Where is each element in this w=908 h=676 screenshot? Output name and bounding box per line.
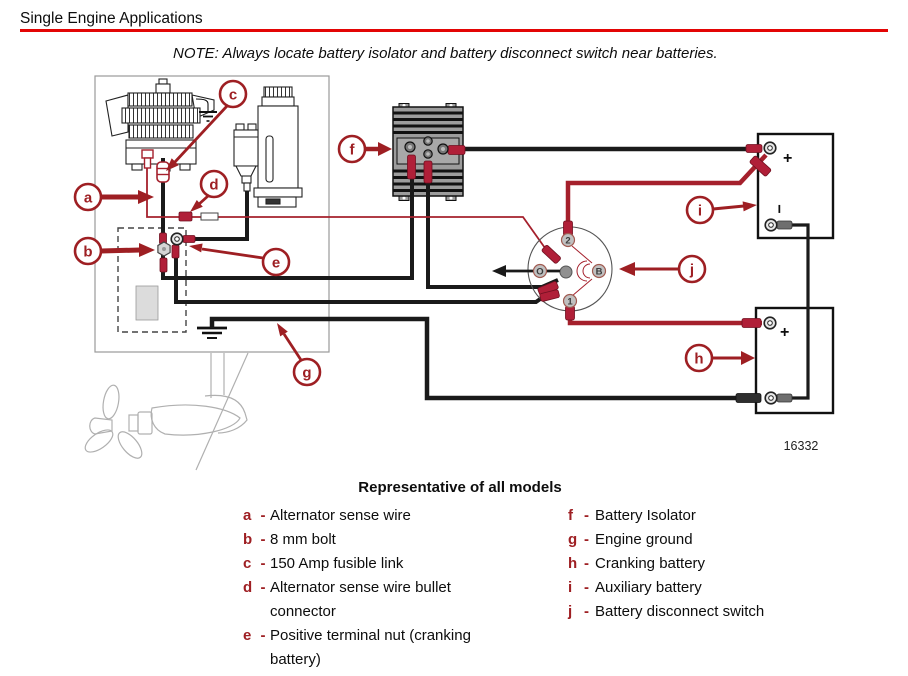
legend-item-f: f - Battery Isolator [568, 504, 868, 528]
cranking-battery-positive-mark: + [780, 324, 789, 341]
legend-label: 8 mm bolt [270, 531, 336, 548]
callout-d: d [190, 169, 229, 212]
alternator-art [105, 78, 215, 172]
svg-text:i: i [698, 203, 702, 220]
legend-dash: - [584, 531, 589, 548]
legend-dash: - [260, 555, 266, 572]
title-underline-rule [20, 29, 888, 32]
switch-position-2: 2 [565, 236, 570, 247]
legend-key: b [243, 531, 253, 548]
legend-label: Battery disconnect switch [595, 603, 765, 620]
engine-compartment-box [94, 75, 330, 353]
legend-item-d: d - Alternator sense wire bullet connect… [243, 576, 523, 624]
svg-text:h: h [694, 351, 703, 368]
legend-dash: - [260, 579, 266, 596]
legend-item-j: j - Battery disconnect switch [568, 600, 868, 624]
legend-label: Battery Isolator [595, 507, 696, 524]
switch-hub: 2 O B 1 [492, 232, 607, 309]
legend-key: i [568, 579, 573, 596]
legend-dash: - [260, 627, 266, 644]
legend-key: e [243, 627, 252, 644]
legend-item-h: h - Cranking battery [568, 552, 868, 576]
note-text: NOTE: Always locate battery isolator and… [173, 45, 718, 62]
switch-position-b: B [596, 267, 603, 278]
legend-item-e: e - Positive terminal nut (cranking batt… [243, 624, 523, 672]
legend-dash: - [584, 555, 589, 572]
legend-dash: - [260, 531, 266, 548]
outdrive-art [84, 352, 249, 471]
svg-text:a: a [84, 190, 93, 207]
callout-j: j [619, 254, 707, 284]
legend-label: Alternator sense wire [270, 507, 411, 524]
legend-label: Engine ground [595, 531, 693, 548]
alternator-sense-wire [146, 168, 546, 249]
positive-terminal-nut [170, 232, 184, 246]
aux-battery-positive-mark: + [783, 150, 792, 167]
figure-number: 16332 [784, 439, 819, 453]
svg-text:d: d [209, 177, 218, 194]
page-title: Single Engine Applications [20, 10, 203, 27]
legend-key: h [568, 555, 578, 572]
legend-key: g [568, 531, 578, 548]
legend-label: Auxiliary battery [595, 579, 702, 596]
engine-ground-symbol [197, 326, 227, 339]
legend-right-column: f - Battery Isolator g - Engine ground h… [568, 504, 868, 624]
connector-sleeves [159, 144, 793, 403]
aux-battery-negative-mark: − [770, 204, 787, 213]
legend-label: Cranking battery [595, 555, 706, 572]
fusible-link [156, 161, 170, 183]
legend-key: f [568, 507, 573, 524]
legend-item-g: g - Engine ground [568, 528, 868, 552]
callout-a: a [73, 182, 154, 212]
svg-text:f: f [350, 142, 356, 159]
legend-item-b: b - 8 mm bolt [243, 528, 523, 552]
svg-text:b: b [83, 244, 92, 261]
callout-e: e [189, 243, 291, 277]
legend-item-a: a - Alternator sense wire [243, 504, 523, 528]
legend-label: 150 Amp fusible link [270, 555, 404, 572]
legend-dash: - [584, 603, 589, 620]
callout-i: i [685, 195, 757, 225]
switch-position-off: O [536, 267, 543, 278]
callout-h: h [684, 343, 755, 373]
legend-item-c: c - 150 Amp fusible link [243, 552, 523, 576]
legend-label: Alternator sense wire bullet connector [270, 579, 451, 620]
callout-f: f [337, 134, 392, 164]
callout-g: g [277, 323, 322, 387]
starter-motor-art [233, 86, 303, 208]
svg-text:e: e [272, 255, 280, 272]
svg-text:g: g [302, 365, 311, 382]
legend-key: a [243, 507, 252, 524]
bullet-connector [178, 211, 219, 222]
callout-b: b [73, 236, 155, 266]
legend-key: c [243, 555, 252, 572]
svg-text:c: c [229, 87, 237, 104]
alternator-ground-icon [195, 98, 217, 122]
legend-label: Positive terminal nut (cranking battery) [270, 627, 471, 668]
legend-dash: - [584, 507, 589, 524]
terminals [157, 136, 778, 405]
auxiliary-battery-box [756, 132, 835, 240]
svg-text:j: j [689, 262, 694, 279]
legend-dash: - [584, 579, 589, 596]
legend-key: d [243, 579, 253, 596]
legend-left-column: a - Alternator sense wire b - 8 mm bolt … [243, 504, 523, 672]
switch-position-1: 1 [567, 297, 573, 308]
cranking-battery-box [754, 306, 835, 415]
legend-item-i: i - Auxiliary battery [568, 576, 868, 600]
sense-wire-connector [141, 149, 154, 169]
legend-key: j [568, 603, 573, 620]
legend-title: Representative of all models [358, 479, 562, 496]
callout-c: c [166, 79, 248, 171]
legend-dash: - [260, 507, 266, 524]
